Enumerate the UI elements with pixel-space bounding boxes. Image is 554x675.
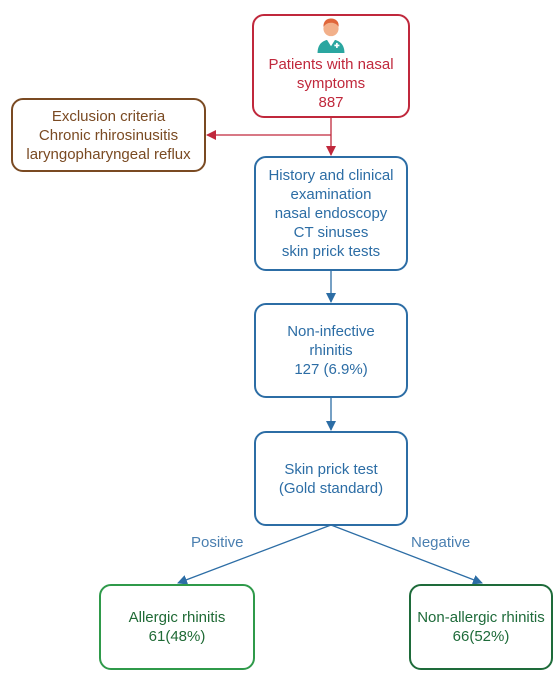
allergic-count: 61(48%) (148, 628, 206, 645)
noninfective-line2: rhinitis (309, 342, 353, 359)
patients-count: 887 (318, 94, 344, 111)
arrow-to-allergic (177, 524, 332, 585)
noninfective-count: 127 (6.9%) (294, 361, 368, 378)
allergic-box: Allergic rhinitis 61(48%) (99, 584, 255, 670)
history-box: History and clinical examination nasal e… (254, 156, 408, 271)
allergic-line1: Allergic rhinitis (128, 609, 226, 626)
positive-label: Positive (191, 534, 244, 551)
nonallergic-box: Non-allergic rhinitis 66(52%) (409, 584, 553, 670)
doctor-avatar-icon (317, 18, 345, 53)
exclusion-box: Exclusion criteria Chronic rhirosinusiti… (11, 98, 206, 172)
exclusion-line2: laryngopharyngeal reflux (26, 145, 191, 163)
patients-line1: Patients with nasal (268, 56, 394, 73)
skin-prick-line2: (Gold standard) (278, 479, 384, 497)
exclusion-line1: Chronic rhirosinusitis (38, 126, 179, 144)
skin-prick-box: Skin prick test (Gold standard) (254, 431, 408, 526)
patients-line2: symptoms (296, 75, 366, 92)
nonallergic-line1: Non-allergic rhinitis (417, 609, 545, 626)
skin-prick-line1: Skin prick test (284, 460, 378, 478)
arrow-to-nonallergic (330, 524, 483, 585)
history-line3: nasal endoscopy (274, 205, 388, 222)
history-line2: examination (290, 186, 372, 203)
noninfective-line1: Non-infective (287, 323, 375, 340)
nonallergic-count: 66(52%) (452, 628, 510, 645)
history-line5: skin prick tests (281, 243, 381, 260)
patients-box: Patients with nasal symptoms 887 (252, 14, 410, 118)
history-line1: History and clinical (268, 167, 394, 184)
negative-label: Negative (411, 534, 471, 551)
noninfective-box: Non-infective rhinitis 127 (6.9%) (254, 303, 408, 398)
history-line4: CT sinuses (293, 224, 369, 241)
exclusion-title: Exclusion criteria (51, 107, 166, 125)
